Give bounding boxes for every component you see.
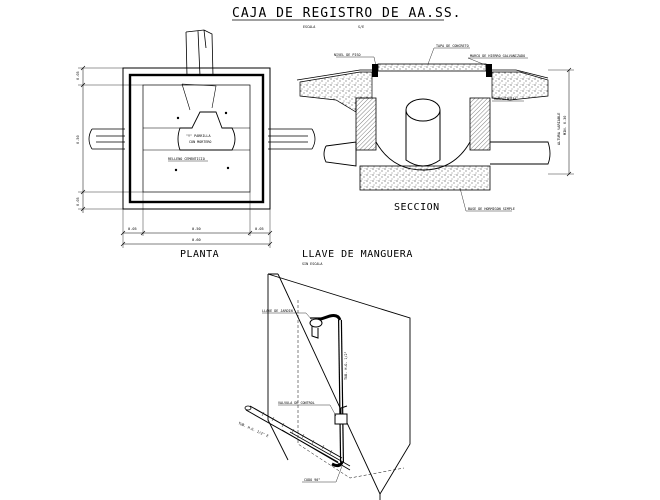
plan-dim-bottom-mid: 0.50 [192, 227, 201, 231]
plan-dim-bottom-right: 0.05 [255, 227, 264, 231]
plan-pipe-right [268, 128, 316, 150]
section-wall-right [469, 97, 491, 151]
section-frame-right [486, 64, 492, 77]
hose-riser-callout: TUB. H.G. 1/2" [344, 351, 348, 380]
hose-wall-front [277, 273, 381, 500]
section-pipe [323, 141, 551, 167]
section-backfill-right [491, 71, 549, 101]
plan-anchor-3 [174, 168, 178, 172]
plan-anchor-4 [226, 166, 230, 170]
hose-riser-pipe-inner [339, 319, 343, 463]
hose-valve-callout: VALVULA DE CONTROL [278, 401, 315, 405]
section-ground-right [492, 69, 549, 79]
hose-bib-view: LLAVE DE MANGUERA SIN ESCALA [238, 249, 413, 500]
plan-dim-left-mid: 0.50 [76, 135, 80, 144]
section-height-label-1: ALTURA VARIABLE [557, 113, 561, 145]
plan-anchor-1 [176, 116, 180, 120]
hose-title: LLAVE DE MANGUERA [302, 249, 413, 260]
plan-box-outer [122, 67, 271, 210]
plan-box-wall [128, 73, 265, 204]
section-frame-callout: MARCO DE HIERRO GALVANIZADO [470, 54, 525, 58]
plan-label: PLANTA [180, 249, 219, 260]
plan-vertical-pipe [185, 29, 214, 77]
plan-dim-bottom-left: 0.05 [128, 227, 137, 231]
plan-dim-left-top: 0.05 [76, 71, 80, 80]
section-base [359, 165, 491, 191]
plan-vertical-pipe-under [181, 83, 217, 111]
hose-slab [281, 429, 351, 471]
section-lid-callout: TAPA DE CONCRETO [436, 44, 469, 48]
section-masonry-callout: MAMPOSTERIA [494, 97, 516, 101]
hose-faucet-callout: LLAVE DE JARDIN [262, 309, 293, 313]
plan-pipe-left [88, 128, 125, 150]
plan-pipe-channel [143, 127, 250, 151]
plan-dimension-bottom: 0.05 0.50 0.05 0.60 [120, 192, 273, 248]
section-floor-callout: NIVEL DE PISO [334, 53, 361, 57]
hose-bottom-elbow [331, 461, 344, 468]
plan-anchor-2 [224, 111, 228, 115]
section-ground-left [296, 69, 372, 81]
hose-top-elbow [317, 314, 342, 322]
hose-elbow-callout: CODO 90° [304, 478, 320, 482]
plan-y-fitting [177, 111, 236, 151]
title-scale-label: ESCALA [303, 25, 315, 29]
title-scale-value: S/E [358, 25, 364, 29]
section-base-callout: BASE DE HORMIGON SIMPLE [468, 207, 515, 211]
hose-supply-end [244, 405, 252, 411]
section-view: NIVEL DE PISO TAPA DE CONCRETO MARCO DE … [296, 44, 574, 213]
plan-fill-callout: RELLENO CEMENTICIO [168, 157, 205, 161]
plan-dim-bottom-total: 0.60 [192, 238, 201, 242]
hose-scale: SIN ESCALA [302, 262, 322, 266]
section-cleanout-top [405, 98, 441, 122]
plan-view: "Y" PARRILLA CON MORTERO RELLENO CEMENTI… [76, 29, 316, 260]
hose-valve-icon [334, 405, 348, 425]
drawing-title: CAJA DE REGISTRO DE AA.SS. [232, 6, 462, 21]
plan-dim-left-bottom: 0.05 [76, 197, 80, 206]
title-block: CAJA DE REGISTRO DE AA.SS. ESCALA S/E [232, 6, 462, 29]
section-lid [377, 63, 487, 72]
hose-wall-inner [297, 300, 405, 479]
plan-fitting-callout: "Y" PARRILLA [186, 134, 211, 138]
section-label: SECCION [394, 202, 440, 213]
plan-box-inner [142, 84, 251, 193]
hose-supply-callout: TUB. H.G. 1/2" E [238, 421, 269, 438]
plan-dimension-left: 0.05 0.50 0.05 [76, 65, 143, 213]
plan-fitting-callout-2: CON MORTERO [189, 140, 211, 144]
hose-supply-hatch [261, 411, 333, 455]
hose-faucet-icon [309, 317, 323, 339]
section-height-label-2: MIN. 0.30 [563, 116, 567, 135]
section-frame-left [372, 64, 378, 77]
hose-wall-top [267, 273, 411, 495]
section-wall-left [355, 97, 377, 151]
